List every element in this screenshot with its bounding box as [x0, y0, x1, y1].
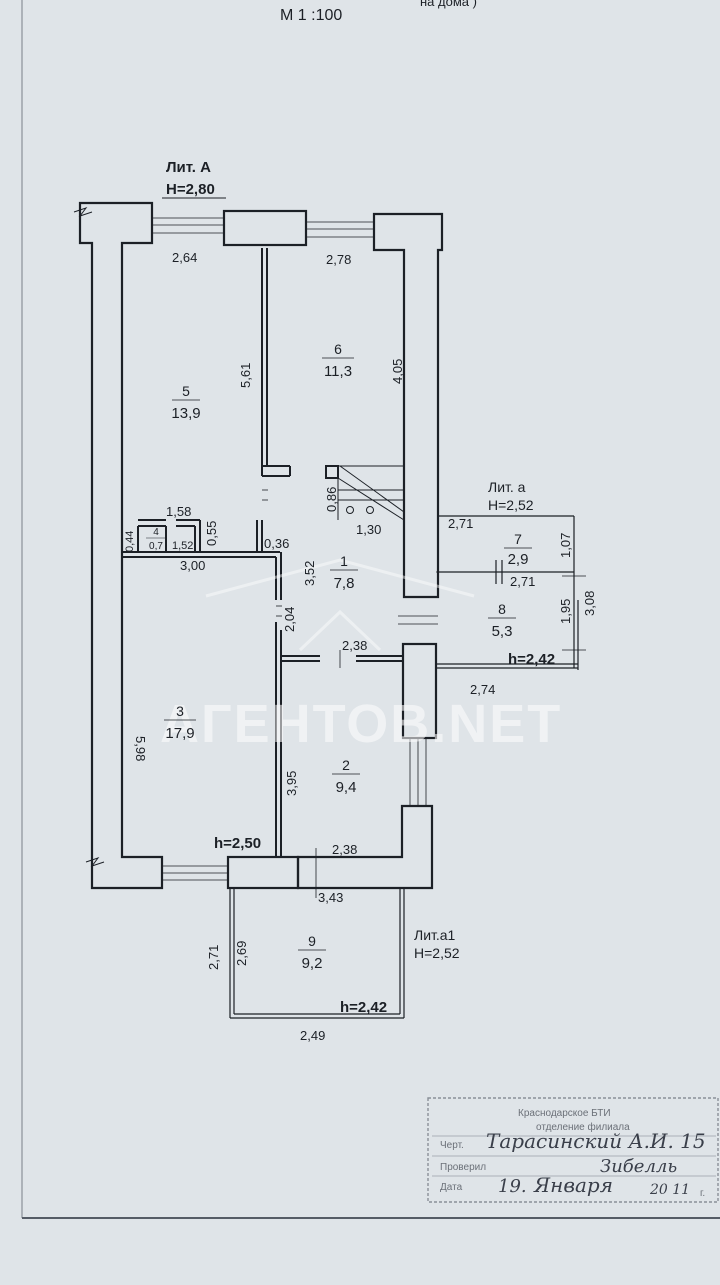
dim-204: 2,04 — [282, 607, 297, 632]
dim-269: 2,69 — [234, 941, 249, 966]
dim-561: 5,61 — [238, 363, 253, 388]
room-labels: 5 13,9 6 11,3 4 0,7 1 7,8 7 2,9 8 5,3 3 … — [146, 341, 532, 972]
wall-right-pier — [401, 642, 438, 740]
room-8-area: 5,3 — [492, 623, 513, 640]
dim-405: 4,05 — [390, 359, 405, 384]
lit-a-height: Н=2,80 — [166, 181, 215, 198]
room-8-num: 8 — [498, 601, 506, 617]
stamp: Краснодарское БТИ отделение филиала Черт… — [427, 1097, 719, 1203]
dim-055: 0,55 — [204, 521, 219, 546]
room-7-num: 7 — [514, 531, 522, 547]
lit-a1-label: Лит.а1 — [414, 927, 456, 943]
watermark: АГЕНТОВ.NET — [160, 694, 562, 754]
dim-086: 0,86 — [324, 487, 339, 512]
room-6-area: 11,3 — [324, 363, 352, 380]
stair — [337, 465, 405, 521]
stamp-org: Краснодарское БТИ — [518, 1108, 611, 1119]
dim-343: 3,43 — [318, 890, 343, 905]
dim-158: 1,58 — [166, 504, 191, 519]
room-7-area: 2,9 — [508, 551, 529, 568]
wall-top-pier — [222, 209, 308, 247]
walls — [78, 201, 444, 890]
dim-036: 0,36 — [264, 536, 289, 551]
stamp-frame — [427, 1097, 719, 1203]
stamp-drew-signature: Тарасинский А.И. 15 — [486, 1129, 706, 1153]
dim-238-b: 2,38 — [332, 842, 357, 857]
wall-right-upper — [372, 212, 444, 599]
stamp-date-year: 20 11 — [649, 1182, 690, 1198]
stair-circle-left — [346, 506, 354, 514]
room-1-area: 7,8 — [334, 575, 355, 592]
dim-238-a: 2,38 — [342, 638, 367, 653]
dim-271-c: 2,71 — [206, 945, 221, 970]
room-9-area: 9,2 — [302, 955, 323, 972]
room-3-num: 3 — [176, 703, 184, 719]
stamp-checked-signature: Зибелль — [600, 1156, 677, 1177]
windows — [152, 217, 427, 881]
header-fragment: на дома ) — [420, 0, 477, 9]
dim-271-a: 2,71 — [448, 516, 473, 531]
lit-a-label: Лит. А — [166, 159, 211, 176]
room-2-num: 2 — [342, 757, 350, 773]
dim-274: 2,74 — [470, 682, 495, 697]
dim-152: 1,52 — [172, 540, 193, 552]
stamp-date-label: Дата — [440, 1182, 463, 1193]
dimensions: 2,64 2,78 5,61 4,05 0,86 1,30 1,58 0,44 … — [124, 250, 597, 1043]
stamp-drew-label: Черт. — [440, 1140, 464, 1151]
room-5-area: 13,9 — [171, 405, 200, 422]
lit-a-small-label: Лит. а — [488, 479, 526, 495]
dim-278: 2,78 — [326, 252, 351, 267]
stamp-branch: отделение филиала — [536, 1121, 630, 1133]
stair-circle-right — [366, 506, 374, 514]
room-9-num: 9 — [308, 933, 316, 949]
dim-249: 2,49 — [300, 1028, 325, 1043]
stamp-date-day: 19. — [498, 1176, 527, 1197]
dim-300: 3,00 — [180, 558, 205, 573]
dim-044: 0,44 — [124, 531, 136, 552]
room-4-num: 4 — [153, 527, 159, 538]
dim-107: 1,07 — [558, 533, 573, 558]
height-242-a: h=2,42 — [508, 651, 555, 668]
stamp-checked-label: Проверил — [440, 1162, 486, 1173]
watermark-house-icon — [205, 558, 475, 652]
scale-label: М 1 :100 — [280, 7, 342, 24]
dim-352: 3,52 — [302, 561, 317, 586]
dim-395: 3,95 — [284, 771, 299, 796]
wall-bottom-pier — [226, 855, 300, 890]
stamp-date-month: Января — [533, 1173, 613, 1197]
room-5-num: 5 — [182, 383, 190, 399]
partitions — [122, 248, 404, 857]
dim-598: 5,98 — [133, 736, 148, 761]
room-4-area: 0,7 — [149, 541, 163, 552]
room-1-num: 1 — [340, 553, 348, 569]
lit-a1-height: Н=2,52 — [414, 945, 460, 961]
height-250: h=2,50 — [214, 835, 261, 852]
stamp-date-suffix: г. — [700, 1188, 705, 1199]
dim-195: 1,95 — [558, 599, 573, 624]
room-3-area: 17,9 — [165, 725, 194, 742]
room-6-num: 6 — [334, 341, 342, 357]
room-2-area: 9,4 — [336, 779, 357, 796]
lit-a-small-height: Н=2,52 — [488, 497, 534, 513]
dim-271-b: 2,71 — [510, 574, 535, 589]
height-242-b: h=2,42 — [340, 999, 387, 1016]
wall-left — [78, 201, 164, 890]
dim-130: 1,30 — [356, 522, 381, 537]
dim-264: 2,64 — [172, 250, 197, 265]
dim-308: 3,08 — [582, 591, 597, 616]
annex-lit-a1 — [229, 888, 405, 1019]
